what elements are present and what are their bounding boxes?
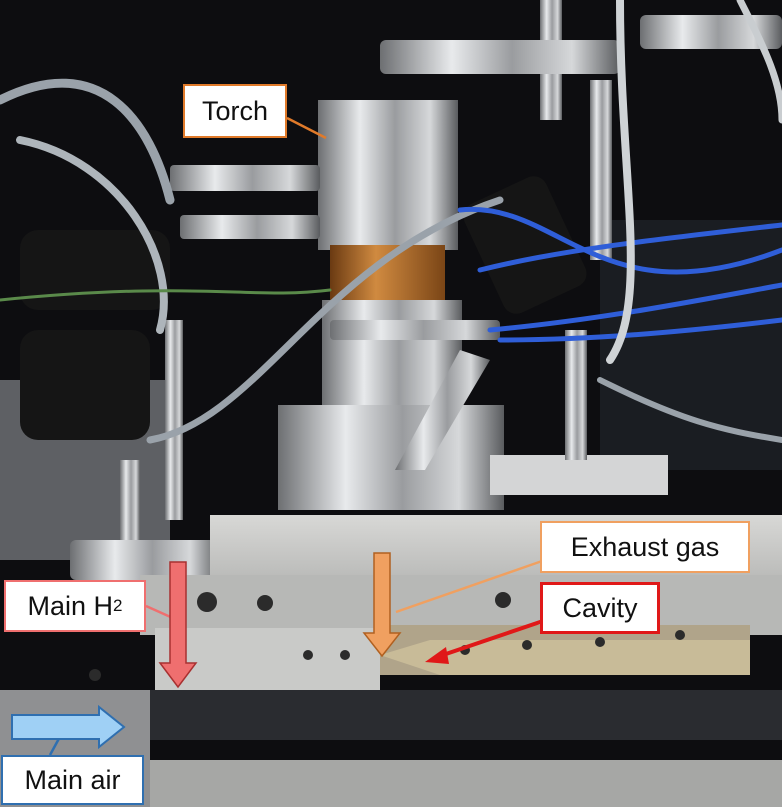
main-air-arrow <box>11 704 126 750</box>
main-air-label-text: Main air <box>24 764 121 795</box>
bottom-rail <box>150 760 782 807</box>
torch-label-text: Torch <box>201 95 269 126</box>
exhaust-gas-label: Exhaust gas <box>540 521 750 573</box>
h2-block <box>155 628 380 694</box>
cavity-wedge <box>380 640 750 675</box>
fitting <box>640 15 782 49</box>
fitting <box>180 215 320 239</box>
torch-base <box>278 405 504 510</box>
cables <box>0 0 782 444</box>
lower-gap <box>150 690 782 740</box>
cavity-arrow-line <box>439 619 544 658</box>
mounting-block <box>490 455 668 495</box>
flange <box>70 540 220 580</box>
exhaust-leader-line <box>395 558 546 614</box>
pipe <box>565 330 587 460</box>
fitting <box>330 320 500 340</box>
pipe <box>590 80 612 260</box>
main-air-label: Main air <box>1 755 144 805</box>
main-h2-subscript: 2 <box>113 596 123 615</box>
connector <box>20 330 150 440</box>
fitting <box>380 40 620 74</box>
screw-holes <box>89 592 685 681</box>
exhaust-gas-label-text: Exhaust gas <box>570 531 720 562</box>
fitting <box>170 165 320 191</box>
main-h2-label-text: Main H <box>27 590 114 621</box>
cavity-label: Cavity <box>540 582 660 634</box>
pipe <box>165 320 183 520</box>
exhaust-gas-arrow <box>362 552 402 658</box>
main-h2-arrow <box>158 561 198 689</box>
cavity-arrowhead <box>425 647 449 664</box>
torch-label: Torch <box>183 84 287 138</box>
torch-leader-line <box>286 116 327 140</box>
probe <box>395 350 490 470</box>
pipe <box>120 460 140 540</box>
cavity-label-text: Cavity <box>562 592 638 623</box>
